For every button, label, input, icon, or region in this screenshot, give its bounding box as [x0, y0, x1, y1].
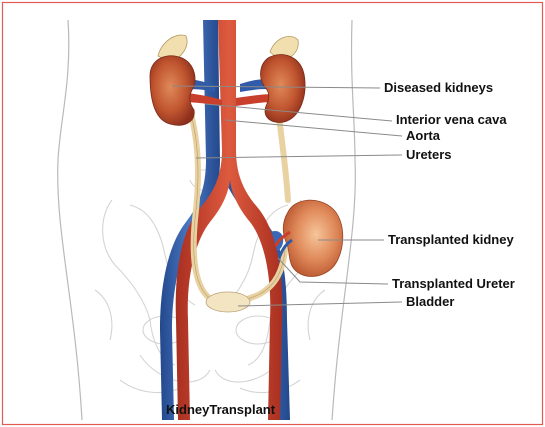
bladder — [206, 292, 250, 312]
label-vena-cava: Interior vena cava — [396, 112, 507, 127]
figure-caption: KidneyTransplant — [166, 402, 276, 417]
label-diseased-kidneys: Diseased kidneys — [384, 80, 493, 95]
transplanted-kidney — [276, 200, 343, 276]
label-transplanted-kidney: Transplanted kidney — [388, 232, 514, 247]
label-ureters: Ureters — [406, 147, 452, 162]
label-aorta: Aorta — [406, 128, 441, 143]
label-bladder: Bladder — [406, 294, 454, 309]
label-transplanted-ureter: Transplanted Ureter — [392, 276, 515, 291]
